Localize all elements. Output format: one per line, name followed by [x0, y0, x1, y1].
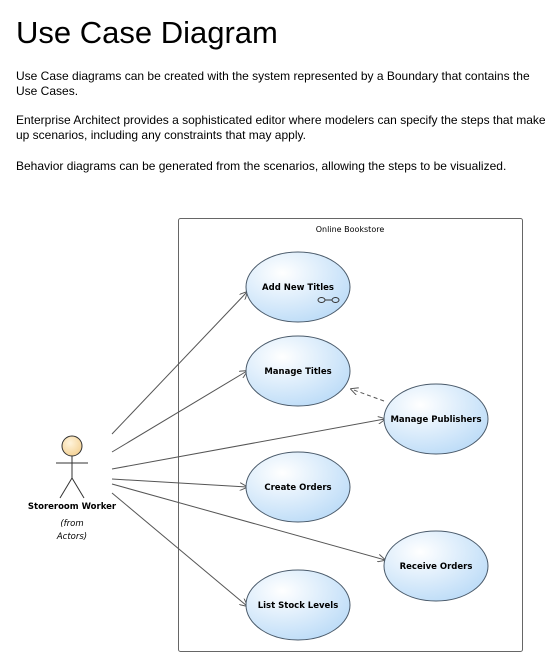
actor-body — [56, 456, 88, 499]
system-boundary[interactable] — [178, 218, 523, 652]
usecase-list-stock-levels-label: List Stock Levels — [258, 601, 339, 611]
usecase-receive-orders-label: Receive Orders — [400, 562, 473, 572]
usecase-add-new-titles[interactable]: Add New Titles — [245, 251, 351, 323]
association-create-orders[interactable] — [111, 478, 247, 487]
usecase-add-new-titles-label: Add New Titles — [262, 283, 334, 293]
boundary-label: Online Bookstore — [316, 225, 385, 234]
usecase-receive-orders[interactable]: Receive Orders — [383, 530, 489, 602]
usecase-manage-publishers[interactable]: Manage Publishers — [383, 383, 489, 455]
association-list-stock-levels[interactable] — [111, 492, 247, 606]
actor-note-line2: Actors) — [56, 532, 87, 542]
actor-note-line1: (from — [60, 519, 83, 529]
usecase-manage-titles-label: Manage Titles — [264, 367, 331, 377]
usecase-list-stock-levels[interactable]: List Stock Levels — [245, 569, 351, 641]
actor-storeroom-worker[interactable]: Storeroom Worker (from Actors) — [28, 435, 117, 542]
intro-paragraph: Use Case diagrams can be created with th… — [16, 69, 530, 98]
actor-name: Storeroom Worker — [28, 502, 117, 512]
dependency-publishers-titles[interactable] — [351, 389, 385, 402]
usecase-manage-publishers-label: Manage Publishers — [390, 415, 481, 425]
usecase-manage-titles[interactable]: Manage Titles — [245, 335, 351, 407]
page-title: Use Case Diagram — [16, 15, 278, 50]
association-manage-titles[interactable] — [111, 371, 247, 453]
actor-head — [61, 435, 83, 457]
association-receive-orders[interactable] — [111, 483, 385, 560]
usecase-create-orders[interactable]: Create Orders — [245, 451, 351, 523]
editor-paragraph: Enterprise Architect provides a sophisti… — [16, 113, 546, 142]
association-add-new-titles[interactable] — [111, 292, 247, 435]
association-manage-publishers[interactable] — [111, 419, 385, 470]
composite-icon — [317, 297, 340, 303]
behavior-paragraph: Behavior diagrams can be generated from … — [16, 159, 507, 173]
usecase-create-orders-label: Create Orders — [264, 483, 331, 493]
